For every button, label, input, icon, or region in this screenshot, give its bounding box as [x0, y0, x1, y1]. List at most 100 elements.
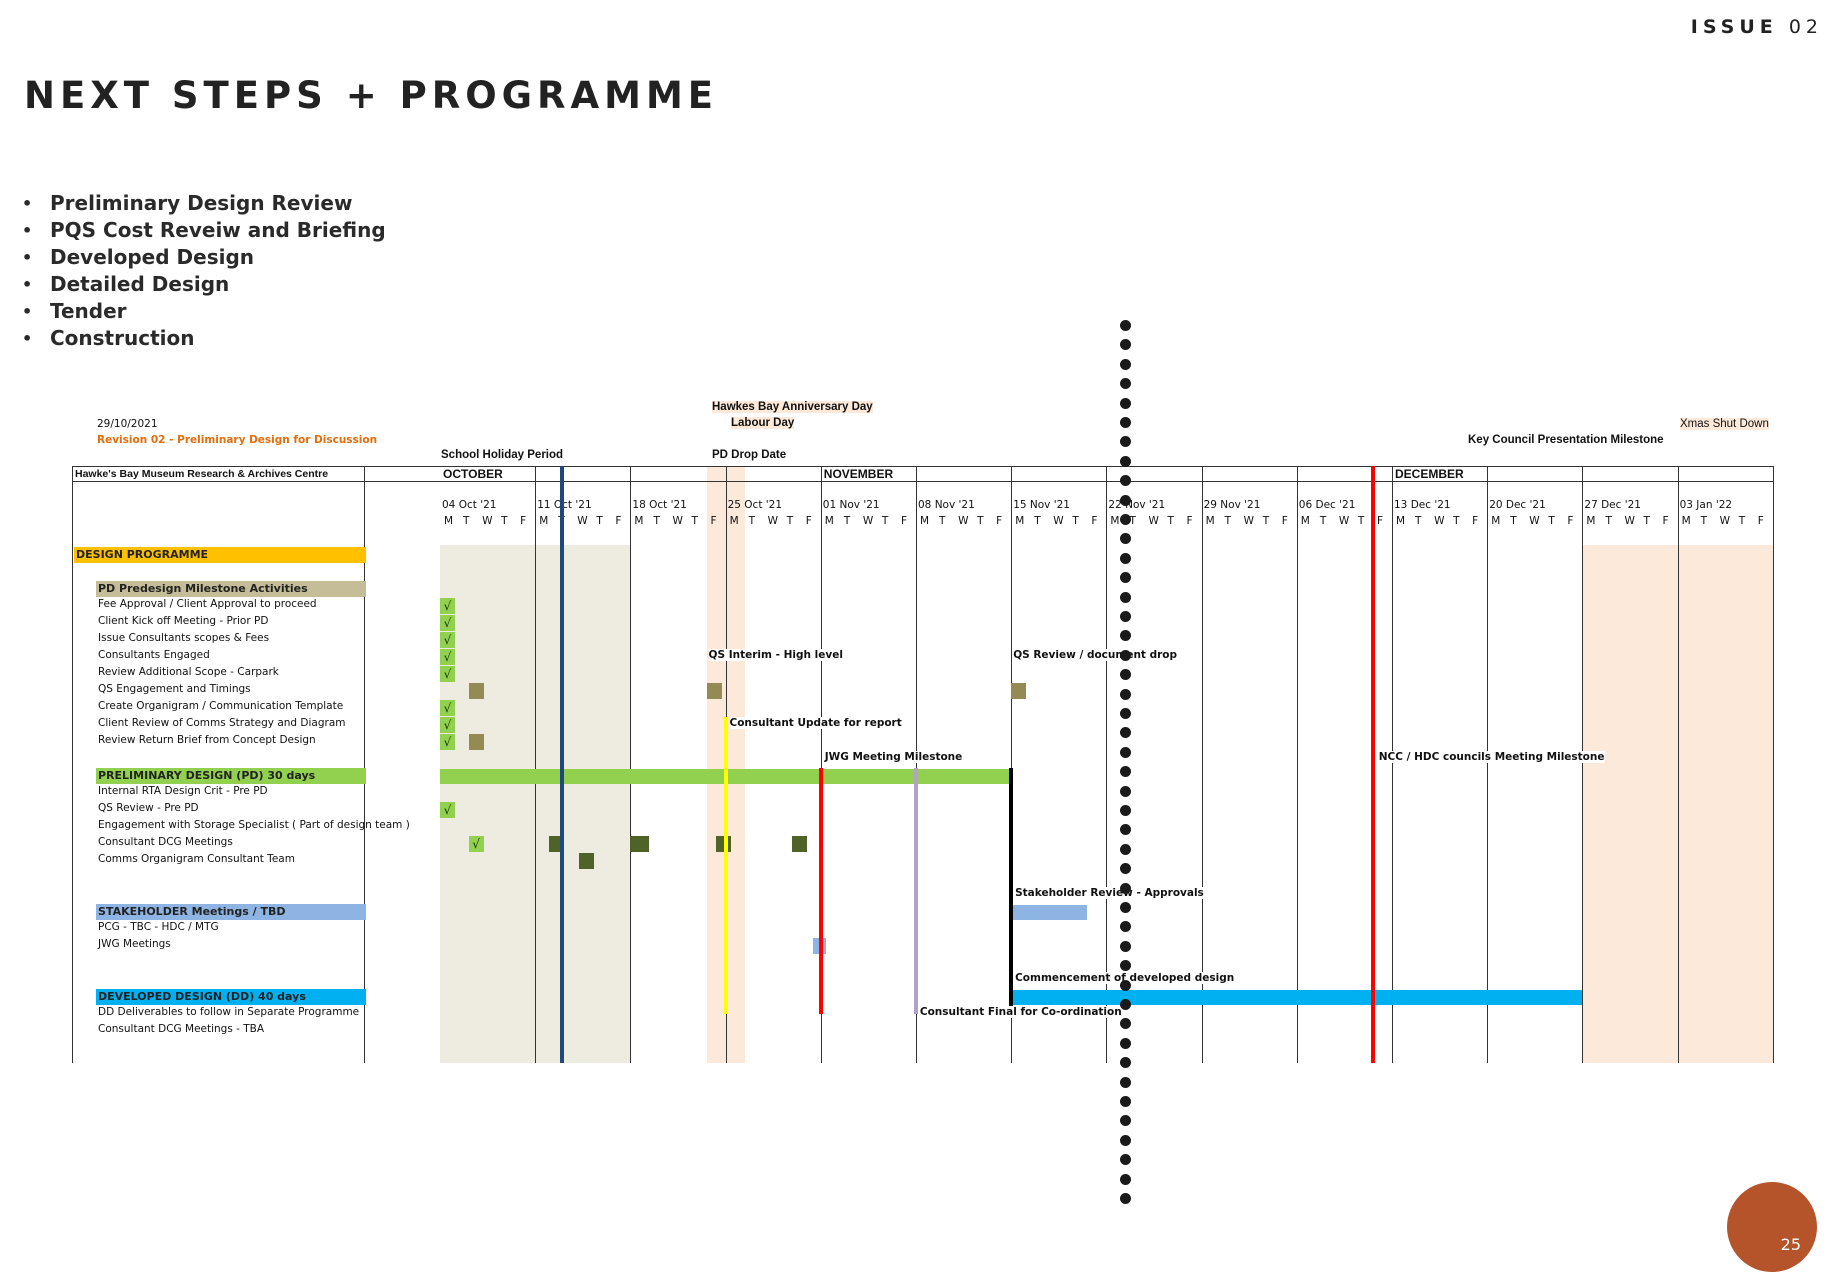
day-letter: M — [920, 515, 930, 527]
divider-dot — [1120, 358, 1131, 370]
day-letter: T — [691, 515, 698, 527]
task-label: Internal RTA Design Crit - Pre PD — [98, 785, 268, 797]
divider-dot — [1120, 902, 1131, 913]
task-label: JWG Meetings — [98, 938, 171, 950]
divider-dot — [1120, 1037, 1131, 1049]
step-label: Detailed Design — [50, 272, 230, 296]
shaded-period — [725, 544, 745, 1063]
day-letter: M — [1300, 515, 1310, 527]
list-item: • Construction — [22, 325, 386, 352]
month-label: OCTOBER — [443, 467, 503, 481]
day-letter: F — [615, 515, 622, 527]
day-letter: T — [1262, 515, 1270, 527]
day-letter: M — [1015, 515, 1025, 527]
divider-dot — [1120, 1057, 1131, 1069]
task-label: Consultants Engaged — [98, 649, 210, 661]
task-marker — [706, 683, 722, 699]
day-letter: F — [1567, 515, 1574, 527]
step-label: Tender — [50, 299, 127, 323]
week-label: 08 Nov '21 — [918, 499, 975, 511]
list-item: •Preliminary Design Review — [22, 190, 386, 217]
divider-dot — [1120, 417, 1131, 428]
week-divider — [630, 466, 632, 1063]
check-icon: √ — [440, 700, 455, 716]
divider-dot — [1120, 1193, 1131, 1204]
list-item: • Detailed Design — [22, 271, 386, 298]
pd-end-line — [1009, 768, 1014, 1014]
bullet-icon: • — [22, 275, 33, 294]
bullet-icon: • — [22, 248, 33, 267]
divider-dot — [1120, 979, 1131, 991]
bar-annotation: QS Review / document drop — [1013, 649, 1178, 661]
day-letter: T — [1548, 515, 1555, 527]
shaded-period — [706, 544, 726, 1063]
divider-dot — [1120, 766, 1131, 778]
consultant-final-line — [914, 768, 918, 1014]
week-divider — [916, 466, 917, 1063]
divider-dot — [1120, 1134, 1131, 1146]
week-label: 13 Dec '21 — [1394, 499, 1451, 511]
top-annotation: School Holiday Period — [441, 449, 564, 461]
page-number: 25 — [1780, 1235, 1801, 1254]
week-divider — [1201, 466, 1203, 1063]
task-label: QS Engagement and Timings — [98, 683, 251, 695]
task-marker — [630, 836, 650, 852]
bar-annotation: Consultant Update for report — [729, 717, 902, 729]
divider-dot — [1120, 611, 1131, 622]
divider-dot — [1120, 1154, 1131, 1166]
divider-dot — [1120, 1115, 1131, 1127]
check-icon: √ — [440, 717, 455, 733]
day-letter: T — [653, 515, 660, 527]
section-header: DEVELOPED DESIGN (DD) 40 days — [96, 989, 366, 1005]
anniversary-header-shade — [706, 466, 745, 545]
day-letter: M — [729, 515, 739, 527]
day-letter: T — [596, 515, 603, 527]
day-letter: T — [1129, 515, 1136, 527]
divider-dot — [1120, 630, 1131, 642]
project-name: Hawke's Bay Museum Research & Archives C… — [75, 468, 329, 480]
task-label: Issue Consultants scopes & Fees — [98, 632, 270, 644]
week-divider — [1106, 466, 1108, 1063]
task-label: Create Organigram / Communication Templa… — [98, 700, 344, 712]
section-bar — [1011, 990, 1583, 1005]
day-letter: T — [1453, 515, 1460, 527]
day-letter: T — [1738, 515, 1746, 527]
day-letter: W — [672, 515, 683, 527]
day-letter: T — [463, 515, 470, 527]
jwg-milestone-line — [818, 768, 823, 1014]
step-label: Construction — [50, 326, 195, 350]
bar-annotation: Consultant Final for Co-ordination — [919, 1006, 1122, 1018]
day-letter: T — [843, 515, 851, 527]
issue-label: ISSUE 02 — [1691, 16, 1823, 38]
day-letter: M — [824, 515, 834, 527]
check-icon: √ — [440, 615, 455, 631]
revision-label: Revision 02 - Preliminary Design for Dis… — [97, 434, 378, 446]
bullet-icon: • — [22, 329, 33, 348]
top-annotation: Xmas Shut Down — [1680, 418, 1769, 430]
divider-dot — [1120, 494, 1131, 506]
divider-dot — [1120, 785, 1131, 797]
day-letter: F — [805, 515, 812, 527]
day-letter: T — [1415, 515, 1422, 527]
month-label: DECEMBER — [1395, 467, 1464, 481]
week-label: 06 Dec '21 — [1298, 499, 1356, 511]
bar-annotation: Stakeholder Review - Approvals — [1015, 887, 1204, 899]
divider-dot — [1120, 475, 1131, 487]
day-letter: T — [786, 515, 794, 527]
top-annotation: Key Council Presentation Milestone — [1468, 434, 1664, 446]
day-letter: M — [1110, 515, 1120, 527]
divider-dot — [1120, 591, 1131, 603]
left-border — [72, 466, 73, 1063]
day-letter: W — [862, 515, 874, 527]
label-column-border — [364, 466, 365, 1063]
task-label: Engagement with Storage Specialist ( Par… — [98, 819, 410, 831]
right-border — [1772, 466, 1774, 1063]
day-letter: F — [900, 515, 907, 527]
task-marker — [468, 683, 484, 699]
week-divider — [1011, 466, 1013, 1063]
week-label: 22 Nov '21 — [1108, 499, 1166, 511]
task-label: DD Deliverables to follow in Separate Pr… — [98, 1006, 360, 1018]
day-letter: T — [1510, 515, 1517, 527]
divider-dot — [1120, 999, 1131, 1010]
task-label: QS Review - Pre PD — [98, 802, 199, 814]
